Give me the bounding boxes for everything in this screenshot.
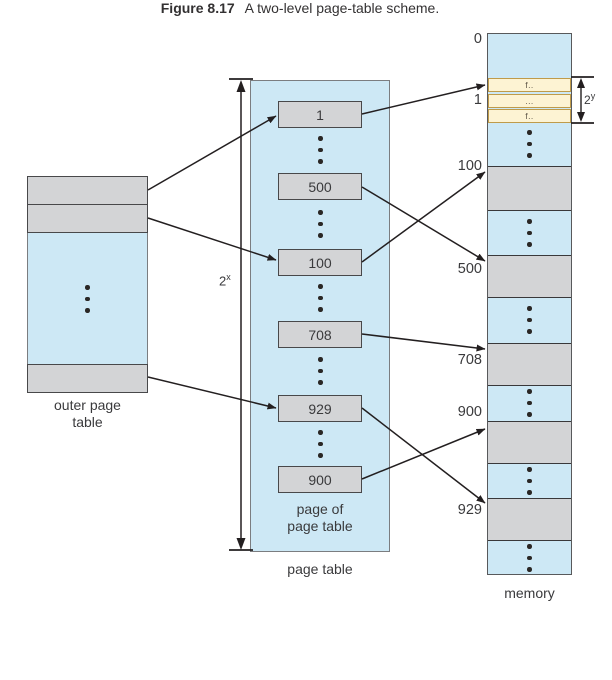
figure-caption: Figure 8.17 A two-level page-table scheme… (0, 0, 600, 16)
memory-address-708: 708 (457, 352, 482, 368)
memory-frame-500 (488, 255, 571, 298)
memory-frame-row: f.. (488, 109, 571, 123)
ellipsis-dots (527, 467, 532, 495)
two-power-y-label: 2y (584, 91, 596, 107)
outer-page-table-box (27, 176, 148, 393)
memory-address-0: 0 (473, 31, 482, 47)
memory-frame-900 (488, 421, 571, 464)
memory-address-900: 900 (457, 404, 482, 420)
memory-frame-row: f.. (488, 78, 571, 92)
page-table-entry-708: 708 (278, 321, 362, 348)
memory-address-100: 100 (457, 158, 482, 174)
page-of-page-table-label: page of page table (287, 501, 353, 534)
ellipsis-dots (527, 544, 532, 572)
memory-address-1: 1 (473, 92, 482, 108)
figure-caption-text: A two-level page-table scheme. (244, 0, 440, 16)
outer-page-table-label: outer page table (54, 397, 121, 430)
memory-frame-row: ... (488, 93, 571, 108)
ellipsis-dots (527, 389, 532, 417)
figure-caption-number: Figure 8.17 (160, 0, 235, 16)
memory-address-929: 929 (457, 502, 482, 518)
ellipsis-dots (318, 210, 323, 238)
memory-frame-929 (488, 498, 571, 541)
two-power-x-label: 2x (219, 272, 231, 289)
ellipsis-dots (527, 306, 532, 334)
memory-address-500: 500 (457, 261, 482, 277)
ellipsis-dots (318, 357, 323, 385)
outer-page-table-entry (27, 364, 148, 393)
ellipsis-dots (527, 130, 532, 158)
memory-frame-708 (488, 343, 571, 386)
ellipsis-dots (318, 284, 323, 312)
outer-page-table-entry (27, 176, 148, 205)
page-table-entry-500: 500 (278, 173, 362, 200)
memory-label: memory (504, 585, 555, 601)
ellipsis-dots (318, 136, 323, 164)
ellipsis-dots (85, 285, 90, 313)
ellipsis-dots (527, 219, 532, 247)
ellipsis-dots (318, 430, 323, 458)
page-table-label: page table (287, 561, 353, 577)
memory-frame-100 (488, 166, 571, 211)
page-table-entry-900: 900 (278, 466, 362, 493)
memory-box (487, 33, 572, 575)
page-table-entry-929: 929 (278, 395, 362, 422)
page-table-entry-1: 1 (278, 101, 362, 128)
page-table-entry-100: 100 (278, 249, 362, 276)
outer-page-table-entry (27, 204, 148, 233)
